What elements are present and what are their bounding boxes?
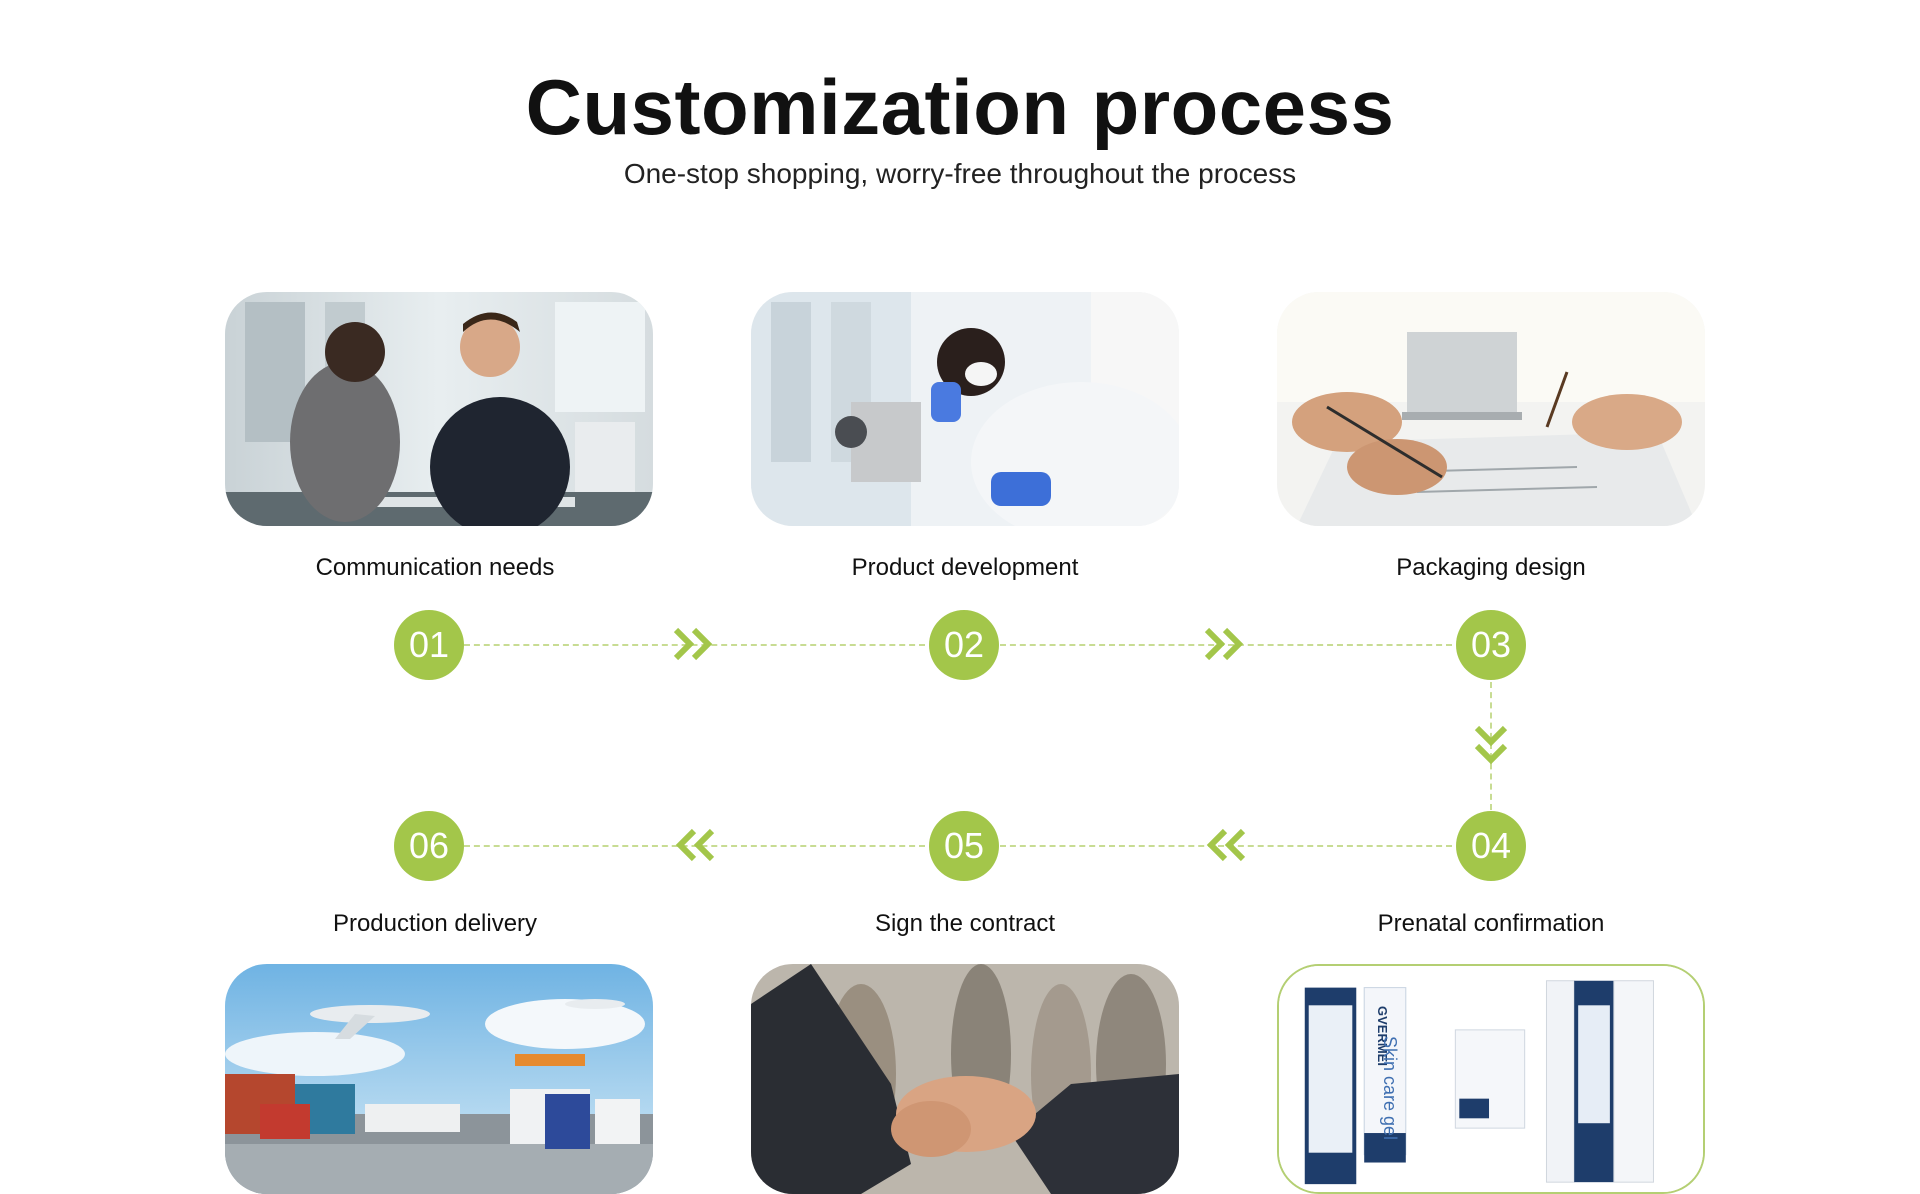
step-badge-04: 04 — [1456, 811, 1526, 881]
prenatal-confirmation-image: GVERMEI Skin care gel — [1277, 964, 1705, 1194]
page-title: Customization process — [0, 62, 1920, 153]
product-development-image — [751, 292, 1179, 526]
step-badge-03: 03 — [1456, 610, 1526, 680]
step-label-product-development: Product development — [705, 554, 1225, 582]
production-delivery-image — [225, 964, 653, 1194]
double-chevron-down-icon — [1473, 724, 1509, 768]
communication-needs-image — [225, 292, 653, 526]
step-label-prenatal-confirmation: Prenatal confirmation — [1231, 910, 1751, 938]
step-label-sign-the-contract: Sign the contract — [705, 910, 1225, 938]
step-label-communication-needs: Communication needs — [175, 554, 695, 582]
page-subtitle: One-stop shopping, worry-free throughout… — [0, 158, 1920, 190]
step-badge-05: 05 — [929, 811, 999, 881]
double-chevron-right-icon — [1203, 626, 1247, 662]
double-chevron-right-icon — [672, 626, 716, 662]
double-chevron-left-icon — [672, 827, 716, 863]
sign-the-contract-image — [751, 964, 1179, 1194]
packaging-design-image — [1277, 292, 1705, 526]
step-badge-02: 02 — [929, 610, 999, 680]
step-label-packaging-design: Packaging design — [1231, 554, 1751, 582]
step-label-production-delivery: Production delivery — [175, 910, 695, 938]
step-badge-01: 01 — [394, 610, 464, 680]
double-chevron-left-icon — [1203, 827, 1247, 863]
product-name-text: Skin care gel — [1379, 1036, 1400, 1140]
step-badge-06: 06 — [394, 811, 464, 881]
